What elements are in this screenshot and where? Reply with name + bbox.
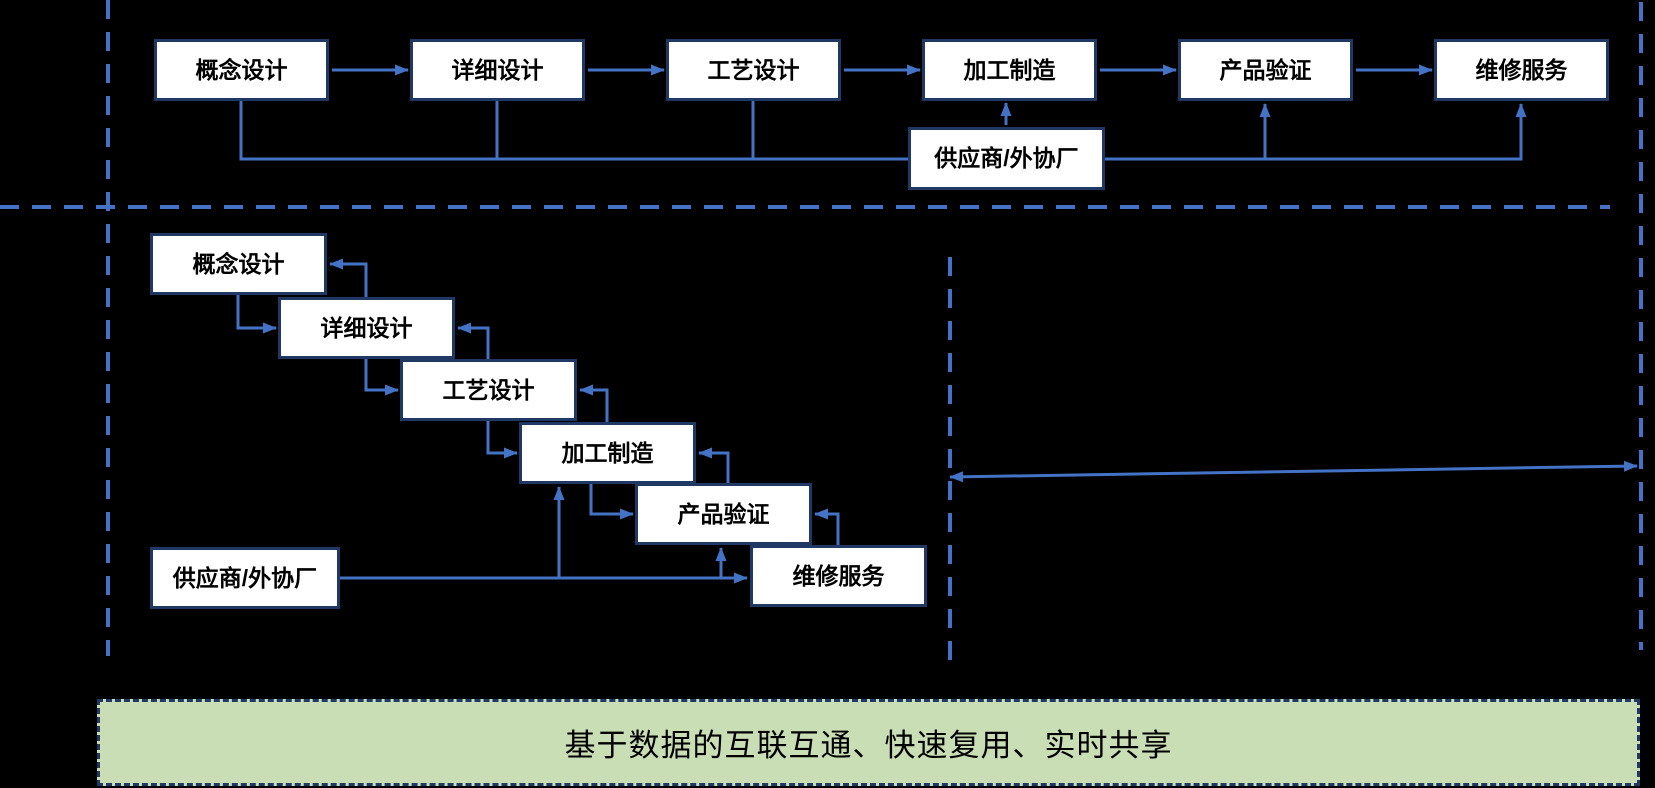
top-stage-maintenance-service: 维修服务 <box>1434 39 1609 101</box>
cascade-stage-concept-design: 概念设计 <box>150 233 327 295</box>
top-stage-detailed-design-label: 详细设计 <box>451 56 544 83</box>
cascade-stage-maintenance-service-label: 维修服务 <box>792 562 885 589</box>
cascade-stage-product-verification: 产品验证 <box>635 483 812 545</box>
cascade-stage-process-design: 工艺设计 <box>400 359 577 421</box>
cascade-stage-manufacturing: 加工制造 <box>519 422 696 484</box>
top-stage-process-design-label: 工艺设计 <box>707 56 800 83</box>
top-stage-concept-design-label: 概念设计 <box>195 56 288 83</box>
feedback-detailed-to-concept <box>329 258 368 297</box>
data-sharing-banner: 基于数据的互联互通、快速复用、实时共享 <box>97 699 1640 786</box>
cascade-stage-detailed-design: 详细设计 <box>278 297 455 359</box>
cascade-stage-maintenance-service: 维修服务 <box>750 545 927 607</box>
cascade-supplier-connectors <box>340 486 748 584</box>
top-stage-product-verification-label: 产品验证 <box>1219 56 1312 83</box>
cascade-arrow-detailed-to-process <box>364 359 399 396</box>
feedback-manufacturing-to-process <box>579 384 609 422</box>
top-stage-maintenance-service-label: 维修服务 <box>1475 56 1568 83</box>
top-supplier-box: 供应商/外协厂 <box>908 127 1105 190</box>
top-stage-detailed-design: 详细设计 <box>410 39 585 101</box>
cascade-stage-process-design-label: 工艺设计 <box>442 376 535 403</box>
cascade-forward-arrows <box>236 295 634 520</box>
cascade-feedback-arrows <box>329 258 840 545</box>
cascade-stage-detailed-design-label: 详细设计 <box>320 314 413 341</box>
cascade-supplier-box: 供应商/外协厂 <box>150 547 340 609</box>
cascade-stage-manufacturing-label: 加工制造 <box>561 439 654 466</box>
data-sharing-banner-label: 基于数据的互联互通、快速复用、实时共享 <box>564 728 1173 763</box>
cascade-arrow-manufacturing-to-verification <box>589 484 634 520</box>
top-stage-manufacturing-label: 加工制造 <box>963 56 1056 83</box>
cascade-arrow-concept-to-detailed <box>236 295 277 334</box>
feedback-maintenance-to-verification <box>814 508 840 545</box>
feedback-verification-to-manufacturing <box>698 447 730 483</box>
cascade-supplier-label: 供应商/外协厂 <box>172 564 318 591</box>
supplier-to-maintenance-arrow <box>1105 103 1527 161</box>
cascade-stage-concept-design-label: 概念设计 <box>192 250 285 277</box>
design-stages-to-supplier-line <box>239 101 908 161</box>
feedback-process-to-detailed <box>457 322 490 359</box>
double-headed-span-arrow <box>949 460 1638 483</box>
top-stage-manufacturing: 加工制造 <box>922 39 1097 101</box>
cascade-arrow-process-to-manufacturing <box>486 421 518 459</box>
top-stage-product-verification: 产品验证 <box>1178 39 1353 101</box>
cascade-stage-product-verification-label: 产品验证 <box>677 500 770 527</box>
top-supplier-connectors <box>239 101 1527 161</box>
top-stage-concept-design: 概念设计 <box>154 39 329 101</box>
top-stage-process-design: 工艺设计 <box>666 39 841 101</box>
top-supplier-label: 供应商/外协厂 <box>934 145 1079 171</box>
